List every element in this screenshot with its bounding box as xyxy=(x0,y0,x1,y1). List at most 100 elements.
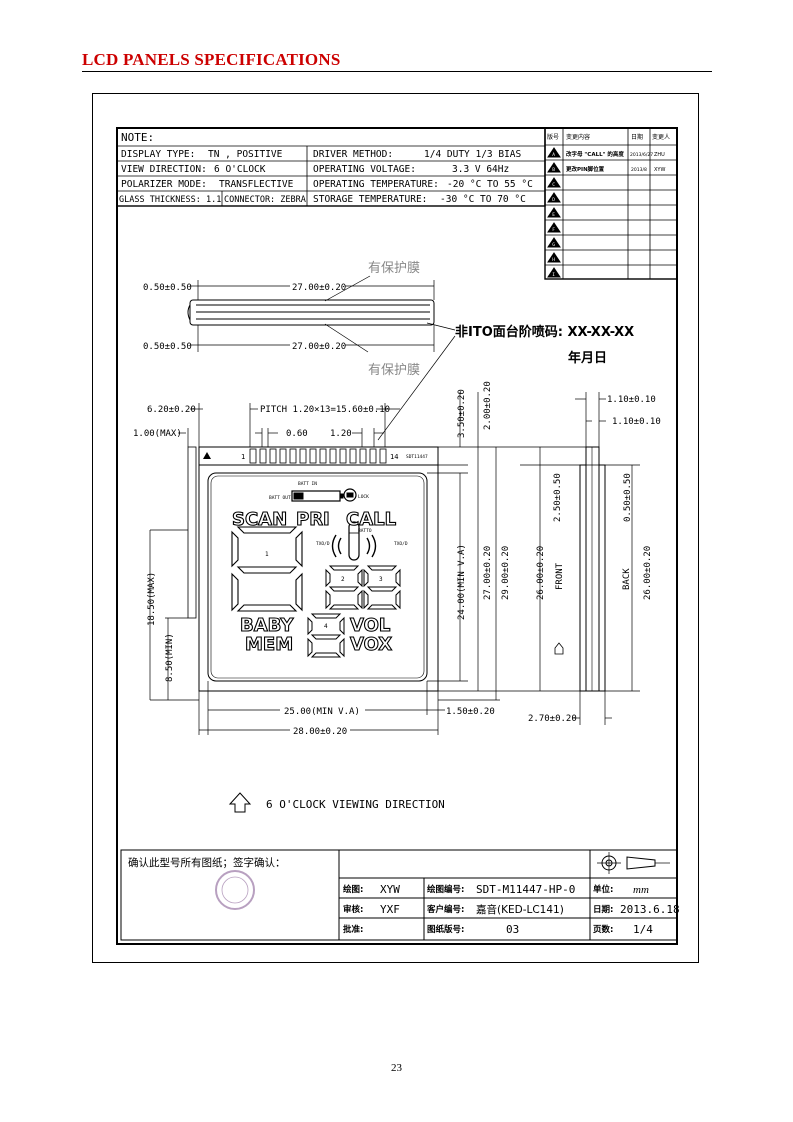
connector-pin xyxy=(269,448,277,464)
dim-side-bottom: 27.00±0.20 xyxy=(292,342,346,352)
dim-edge-250: 2.50±0.50 xyxy=(553,473,563,522)
revision-triangle-icon xyxy=(547,237,561,248)
rev-content-1: 更改PIN脚位置 xyxy=(566,165,605,173)
date-note: 年月日 xyxy=(568,350,607,366)
icon-pri: PRI xyxy=(296,509,330,530)
pin-first-label: 1 xyxy=(241,453,245,461)
edge-dimensions xyxy=(520,392,640,725)
note-v2-3: -30 °C TO 70 °C xyxy=(440,194,526,205)
icon-scan: SCAN xyxy=(232,509,287,530)
icon-batt-in: BATT IN xyxy=(298,481,317,487)
revision-triangle-icon xyxy=(547,222,561,233)
dim-side-left-top: 0.50±0.50 xyxy=(143,283,192,293)
page-header-title: LCD PANELS SPECIFICATIONS xyxy=(82,50,341,69)
dim-620: 6.20±0.20 xyxy=(147,405,196,415)
dim-350: 3.50±0.20 xyxy=(457,389,467,438)
revision-mark-letter: D xyxy=(552,197,555,203)
connector-pin xyxy=(259,448,267,464)
dim-850: 8.50(MIN) xyxy=(165,633,175,682)
header-rule xyxy=(82,71,712,72)
handset-icon xyxy=(348,521,360,561)
connector-pin xyxy=(309,448,317,464)
dim-2700: 27.00±0.20 xyxy=(483,546,493,600)
icon-tx-left: TXO/D xyxy=(316,541,330,547)
icon-batto: BATTO xyxy=(358,528,372,534)
note-k2-0: DRIVER METHOD: xyxy=(313,149,393,160)
dwgno-label: 绘图编号: xyxy=(427,884,464,895)
rev-header-1: 变更内容 xyxy=(566,133,590,141)
draw-label: 绘图: xyxy=(343,884,363,895)
icon-tx-right: TXO/D xyxy=(394,541,408,547)
side-view xyxy=(187,275,456,441)
rev-header-0: 版号 xyxy=(547,133,559,141)
dim-va-height: 24.00(MIN V.A) xyxy=(457,544,467,620)
digit-2-segments xyxy=(325,565,363,610)
revision-table xyxy=(544,127,678,280)
company-seal-stamp xyxy=(215,870,255,910)
rev-person-0: ZHU xyxy=(654,152,665,158)
check-label: 审核: xyxy=(343,904,363,915)
note-k2-3: STORAGE TEMPERATURE: xyxy=(313,194,427,205)
front-dimensions xyxy=(149,392,520,735)
icon-batt-out: BATT OUT xyxy=(269,495,291,501)
front-arrow-icon xyxy=(554,642,564,655)
icon-digit-2: 2 xyxy=(341,576,345,583)
revision-mark-letter: B xyxy=(552,167,555,173)
dim-edge-270: 2.70±0.20 xyxy=(528,714,577,724)
dim-va-width: 25.00(MIN V.A) xyxy=(284,707,360,717)
note-k1-1: VIEW DIRECTION: xyxy=(121,164,207,175)
dim-pin-width: 0.60 xyxy=(286,429,308,439)
notes-title: NOTE: xyxy=(121,131,154,144)
drawing-frame xyxy=(92,93,699,963)
revision-triangle-icon xyxy=(547,192,561,203)
dim-1850: 18.50(MAX) xyxy=(147,572,157,626)
revision-mark-letter: C xyxy=(552,182,555,188)
revision-mark-letter: G xyxy=(552,242,555,248)
pin-last-label: 14 xyxy=(390,453,398,461)
connector-pin xyxy=(329,448,337,464)
film-label-bottom: 有保护膜 xyxy=(368,363,420,378)
revision-mark-letter: H xyxy=(552,257,555,263)
revision-triangle-icon xyxy=(547,177,561,188)
icon-vol: VOL xyxy=(350,615,390,636)
pin-row xyxy=(249,448,387,464)
title-block xyxy=(120,849,678,941)
dim-edge-050: 0.50±0.50 xyxy=(623,473,633,522)
connector-pin xyxy=(369,448,377,464)
revision-triangle-icon xyxy=(547,207,561,218)
pin-code: SDT11447 xyxy=(406,454,428,460)
dim-pin-gap: 1.20 xyxy=(330,429,352,439)
connector-pin xyxy=(379,448,387,464)
label-front: FRONT xyxy=(555,562,565,590)
connector-pin xyxy=(319,448,327,464)
note-v1-3: CONNECTOR: ZEBRA xyxy=(224,195,306,205)
dwgno-value: SDT-M11447-HP-0 xyxy=(476,883,575,896)
dim-pitch: PITCH 1.20×13=15.60±0.10 xyxy=(260,405,390,415)
note-k1-3: GLASS THICKNESS: 1.1 xyxy=(119,195,221,205)
viewing-direction-label: 6 O'CLOCK VIEWING DIRECTION xyxy=(266,798,445,811)
revision-mark-letter: F xyxy=(552,227,555,233)
revision-triangle-icon xyxy=(547,147,561,158)
projection-symbol-icon xyxy=(626,856,656,870)
icon-digit-1: 1 xyxy=(265,551,269,558)
page-label: 页数: xyxy=(593,924,613,935)
note-v2-2: -20 °C TO 55 °C xyxy=(447,179,533,190)
connector-pin xyxy=(349,448,357,464)
digit-3-segments xyxy=(363,565,401,610)
note-k1-0: DISPLAY TYPE: xyxy=(121,149,195,160)
rev-date-1: 2013/8 xyxy=(631,167,647,173)
note-v2-1: 3.3 V 64Hz xyxy=(452,164,509,175)
pin1-marker-icon xyxy=(203,452,211,459)
note-k2-1: OPERATING VOLTAGE: xyxy=(313,164,416,175)
dim-2900: 29.00±0.20 xyxy=(501,546,511,600)
note-v2-0: 1/4 DUTY 1/3 BIAS xyxy=(424,149,522,160)
dim-edge-110b: 1.10±0.10 xyxy=(612,417,661,427)
revision-triangle-icon xyxy=(547,252,561,263)
note-v1-0: TN , POSITIVE xyxy=(208,149,283,160)
cust-label: 客户编号: xyxy=(426,904,464,915)
revision-mark-letter: E xyxy=(552,212,555,218)
revision-mark-letter: I xyxy=(552,272,555,278)
icon-lock: LOCK xyxy=(358,494,369,500)
